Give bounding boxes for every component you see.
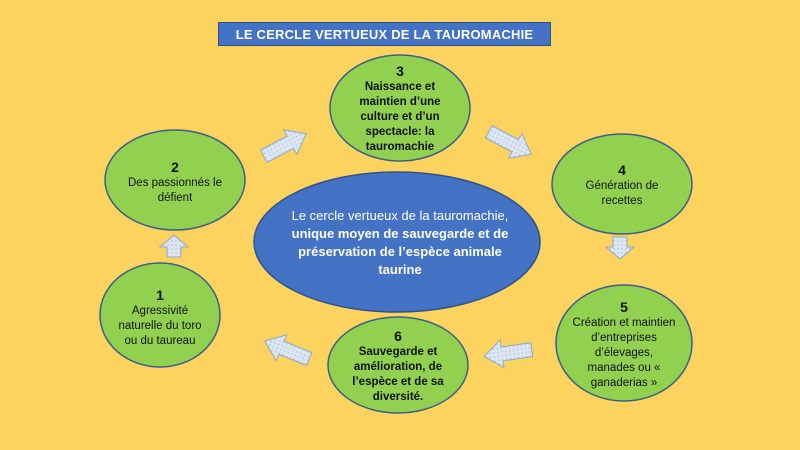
center-text-regular: Le cercle vertueux de la tauromachie, [291,208,509,223]
node-4-ellipse [551,133,693,235]
node-1-number: 1 [156,287,164,303]
center-text: Le cercle vertueux de la tauromachie, un… [285,188,515,298]
block-arrow-icon [483,338,534,369]
node-4-number: 4 [618,162,626,178]
node-5-number: 5 [620,298,628,315]
block-arrow-icon [158,234,190,258]
node-1-ellipse [99,262,221,368]
node-6-number: 6 [394,328,402,344]
node-5-label: Création et maintien d’entreprises d’éle… [572,316,676,389]
node-3-label: Naissance et maintien d’une culture et d… [359,80,441,153]
node-3-number: 3 [396,62,404,79]
node-5-ellipse [555,284,693,402]
block-arrow-icon [259,129,307,164]
node-5-text: 5 Création et maintien d’entreprises d’é… [570,288,678,400]
node-2-ellipse [104,129,246,231]
node-6-text: 6 Sauvegarde et amélioration, de l’espèc… [343,322,453,410]
node-1-text: 1 Agressivité naturelle du toro ou du ta… [112,275,208,360]
block-arrow-icon [263,334,313,367]
center-ellipse [253,171,541,313]
node-1-label: Agressivité naturelle du toro ou du taur… [118,305,202,347]
node-2-label: Des passionnés le défient [128,177,222,204]
block-arrow-icon [604,236,636,260]
node-2-text: 2 Des passionnés le défient [120,152,230,212]
node-3-ellipse [329,54,471,162]
node-6-label: Sauvegarde et amélioration, de l’espèce … [352,346,444,403]
node-4-label: Génération de recettes [585,180,659,207]
block-arrow-icon [484,124,532,159]
node-6-ellipse [327,316,469,414]
diagram-title: LE CERCLE VERTUEUX DE LA TAUROMACHIE [218,22,551,46]
center-text-bold: unique moyen de sauvegarde et de préserv… [291,226,509,277]
node-2-number: 2 [171,159,179,175]
node-3-text: 3 Naissance et maintien d’une culture et… [347,58,453,158]
node-4-text: 4 Génération de recettes [572,155,672,215]
